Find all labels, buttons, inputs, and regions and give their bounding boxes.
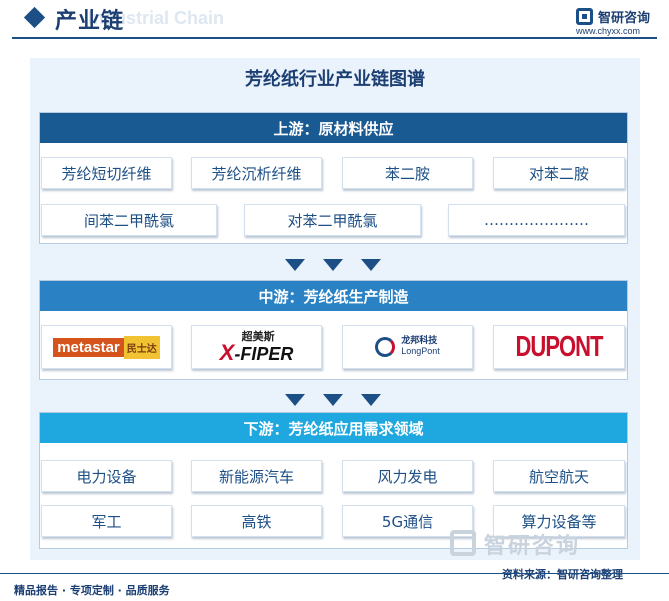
downstream-item: 风力发电 [342, 460, 473, 492]
down-arrow-icon [323, 259, 343, 271]
brand-logo: 智研咨询 www.chyxx.com [570, 6, 665, 36]
metastar-logo-text: metastar [53, 337, 124, 357]
watermark-logo-icon [450, 530, 476, 556]
upstream-item: 芳纶沉析纤维 [191, 157, 322, 189]
downstream-item: 军工 [41, 505, 172, 537]
metastar-logo-cn: 民士达 [123, 335, 160, 359]
header-divider [12, 37, 657, 39]
downstream-item: 电力设备 [41, 460, 172, 492]
down-arrow-icon [285, 394, 305, 406]
down-arrow-icon [361, 259, 381, 271]
xfiper-logo-en: -FIPER [234, 343, 294, 364]
company-logo-longpont: 龙邦科技 LongPont [342, 325, 473, 369]
downstream-item: 算力设备等 [493, 505, 625, 537]
downstream-header: 下游：芳纶纸应用需求领域 [40, 413, 627, 443]
upstream-item: 苯二胺 [342, 157, 473, 189]
page-header: Industrial Chain 产业链 智研咨询 www.chyxx.com [0, 0, 669, 42]
source-note: 资料来源：智研咨询整理 [502, 568, 623, 581]
xfiper-logo-cn: 超美斯 [241, 329, 275, 343]
footer-slogan: 精品报告 · 专项定制 · 品质服务 [14, 584, 170, 597]
downstream-item: 新能源汽车 [191, 460, 322, 492]
watermark-text: 智研咨询 [484, 534, 581, 559]
down-arrow-icon [323, 394, 343, 406]
downstream-item: 航空航天 [493, 460, 625, 492]
longpont-logo-cn: 龙邦科技 [401, 336, 438, 347]
down-arrow-icon [361, 394, 381, 406]
upstream-item: 对苯二胺 [493, 157, 625, 189]
brand-url: www.chyxx.com [576, 26, 641, 36]
upstream-item: ………………… [448, 204, 625, 236]
downstream-item: 高铁 [191, 505, 322, 537]
xfiper-logo-x: X [219, 339, 235, 365]
longpont-logo-en: LongPont [401, 346, 440, 356]
longpont-mark-icon [375, 337, 396, 357]
down-arrow-icon [285, 259, 305, 271]
brand-name: 智研咨询 [598, 11, 651, 26]
page-title: 产业链 [55, 9, 125, 34]
upstream-item: 芳纶短切纤维 [41, 157, 172, 189]
footer-divider [0, 573, 669, 574]
brand-mark-icon [576, 8, 593, 25]
diagram-title: 芳纶纸行业产业链图谱 [245, 69, 425, 90]
upstream-header: 上游：原材料供应 [40, 113, 627, 143]
midstream-header: 中游：芳纶纸生产制造 [40, 281, 627, 311]
dupont-logo-text: DUPONT [515, 330, 604, 363]
upstream-item: 间苯二甲酰氯 [41, 204, 217, 236]
company-logo-dupont: DUPONT [493, 325, 625, 369]
diamond-icon [23, 6, 46, 29]
company-logo-xfiper: 超美斯 X-FIPER [191, 325, 322, 369]
upstream-item: 对苯二甲酰氯 [244, 204, 421, 236]
company-logo-metastar: metastar 民士达 [41, 325, 172, 369]
